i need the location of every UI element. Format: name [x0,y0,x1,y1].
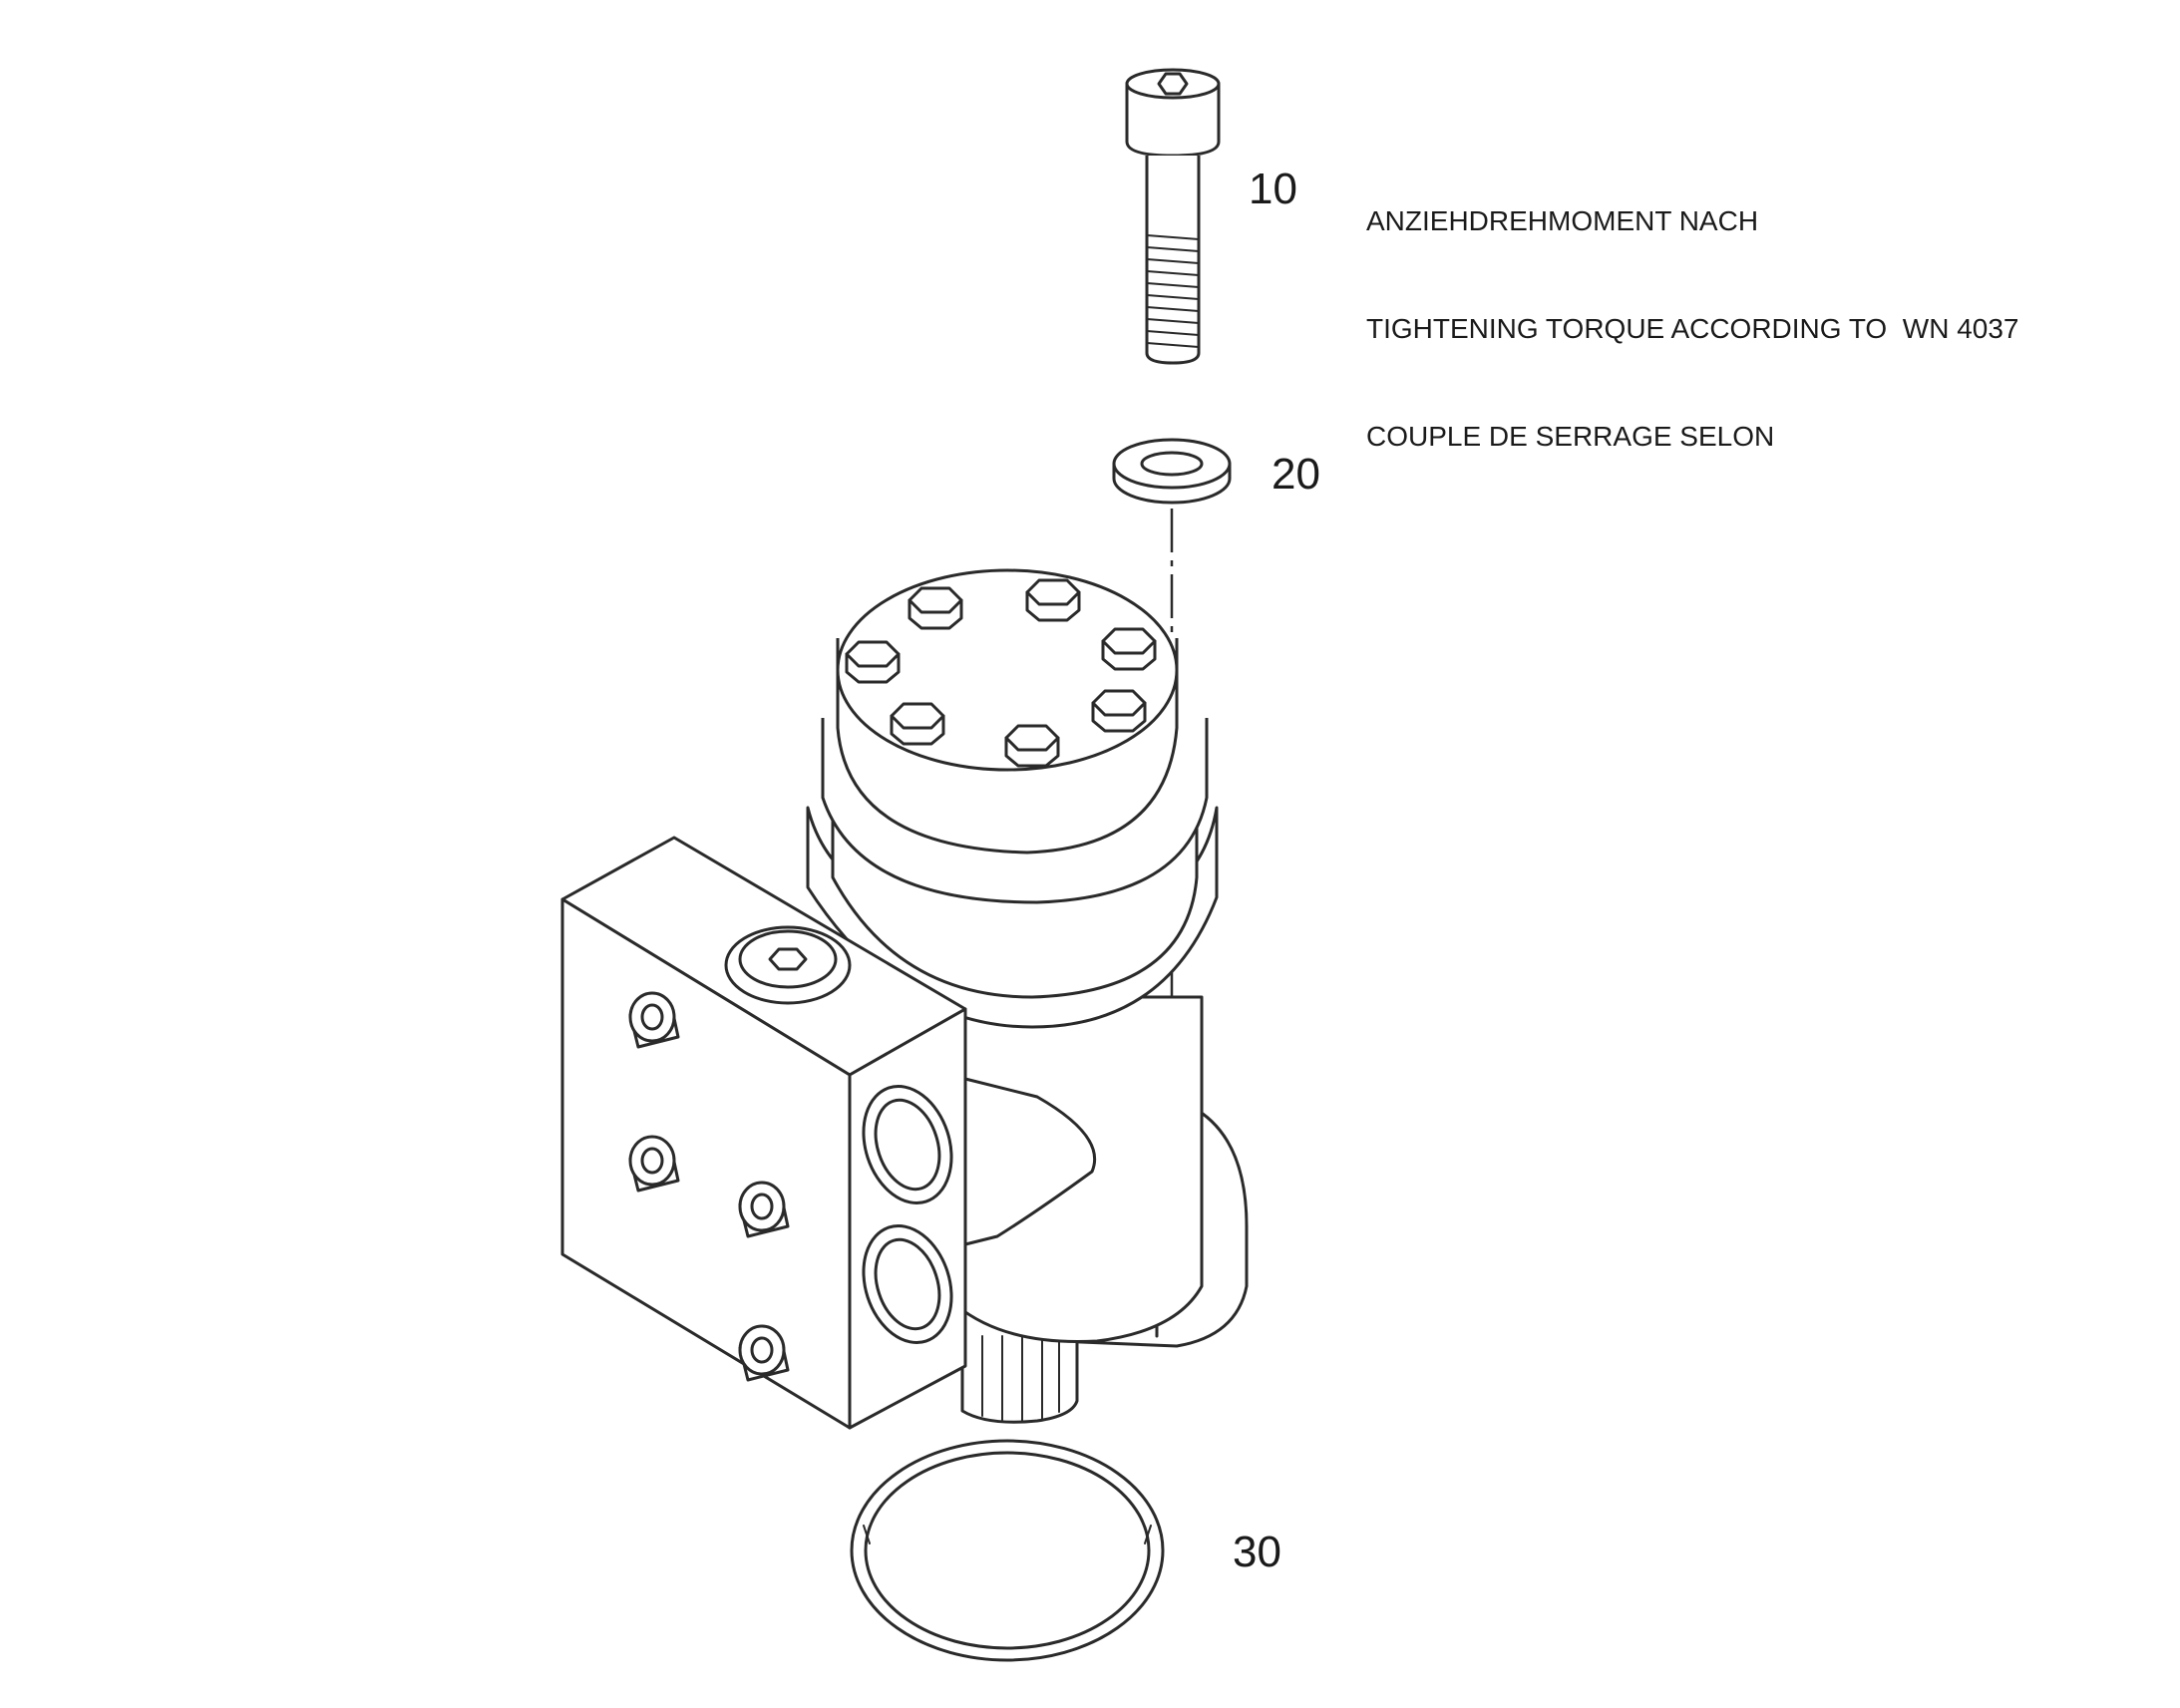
small-plug-3 [738,1181,790,1238]
cap-screw [1125,68,1221,365]
small-plug-2 [628,1135,680,1193]
torque-note-french: COUPLE DE SERRAGE SELON [1366,421,1775,452]
washer [1112,438,1232,505]
small-plug-4 [738,1324,790,1382]
valve-block [560,836,967,1430]
cover-bolts [845,578,1157,768]
callout-item-20: 20 [1272,450,1320,499]
port-upper [862,1084,953,1205]
callout-item-10: 10 [1249,165,1297,213]
port-lower [862,1223,953,1345]
hex-socket-icon [1157,72,1189,96]
small-plug-1 [628,991,680,1049]
callout-item-30: 30 [1233,1528,1281,1576]
plug-screw [724,925,852,1005]
torque-note-german: ANZIEHDREHMOMENT NACH [1366,205,1759,236]
torque-note: ANZIEHDREHMOMENT NACH TIGHTENING TORQUE … [1366,132,2019,491]
o-ring [850,1439,1165,1662]
torque-note-english: TIGHTENING TORQUE ACCORDING TO WN 4037 [1366,313,2019,344]
steering-unit [806,568,1249,1424]
